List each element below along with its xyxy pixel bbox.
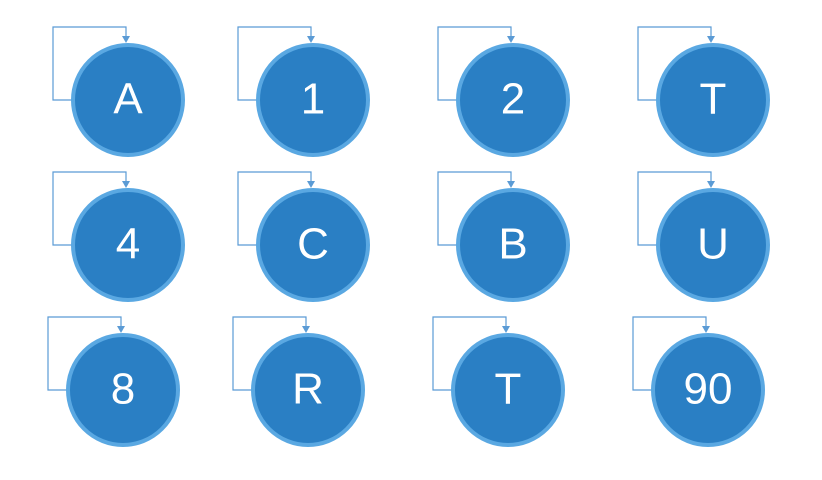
self-loop-connector [632,316,707,391]
node-circle [456,43,570,157]
arrowhead-icon [302,326,310,333]
node-12: 90 [632,316,765,447]
node-circle [71,188,185,302]
node-label: 1 [301,75,325,124]
node-label: B [498,220,527,269]
self-loop-connector [637,171,712,246]
node-circle [656,188,770,302]
arrowhead-icon [122,181,130,188]
node-6: C [237,171,370,302]
node-circle [656,43,770,157]
node-label: R [292,365,324,414]
node-5: 4 [52,171,185,302]
node-circle [66,333,180,447]
self-loop-connector [52,171,127,246]
node-11: T [432,316,565,447]
node-label: 8 [111,365,135,414]
arrowhead-icon [507,36,515,43]
node-label: 2 [501,75,525,124]
node-circle [256,43,370,157]
self-loop-connector [237,26,312,101]
node-label: T [495,365,522,414]
node-circle [456,188,570,302]
self-loop-connector [432,316,507,391]
arrowhead-icon [122,36,130,43]
node-10: R [232,316,365,447]
arrowhead-icon [702,326,710,333]
self-loop-connector [47,316,122,391]
arrowhead-icon [707,36,715,43]
self-loop-connector [237,171,312,246]
arrowhead-icon [707,181,715,188]
node-4: T [637,26,770,157]
node-circle [451,333,565,447]
node-label: U [697,220,729,269]
self-loop-connector [232,316,307,391]
node-label: 90 [684,365,733,414]
node-circle [651,333,765,447]
arrowhead-icon [307,36,315,43]
node-2: 1 [237,26,370,157]
self-loop-connector [52,26,127,101]
node-1: A [52,26,185,157]
node-circle [256,188,370,302]
node-9: 8 [47,316,180,447]
node-8: U [637,171,770,302]
node-7: B [437,171,570,302]
node-label: A [113,75,143,124]
node-label: C [297,220,329,269]
self-loop-connector [437,171,512,246]
self-loop-connector [637,26,712,101]
self-loop-connector [437,26,512,101]
node-circle [71,43,185,157]
arrowhead-icon [117,326,125,333]
node-label: T [700,75,727,124]
arrowhead-icon [502,326,510,333]
node-circle [251,333,365,447]
node-3: 2 [437,26,570,157]
node-label: 4 [116,220,140,269]
arrowhead-icon [307,181,315,188]
arrowhead-icon [507,181,515,188]
